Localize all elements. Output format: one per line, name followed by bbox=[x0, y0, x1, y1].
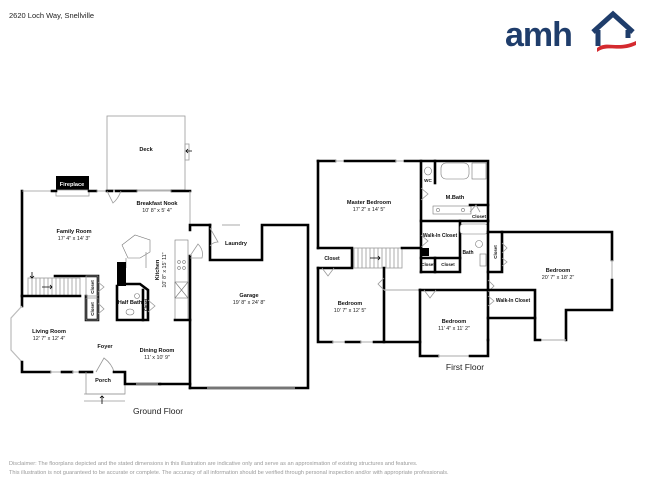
disclaimer-line-1: Disclaimer: The floorplans depicted and … bbox=[9, 461, 418, 467]
house-icon bbox=[591, 10, 636, 52]
fireplace-block bbox=[56, 176, 89, 190]
property-address: 2620 Loch Way, Snellville bbox=[9, 11, 95, 20]
dims-garage: 19' 8" x 24' 8" bbox=[233, 300, 266, 306]
dims-master-bedroom: 17' 2" x 14' 5" bbox=[353, 207, 386, 213]
room-deck: Deck bbox=[139, 147, 153, 153]
room-master-bedroom: Master Bedroom bbox=[347, 200, 391, 206]
room-closet-a: Closet bbox=[90, 280, 95, 294]
dims-breakfast-nook: 10' 8" x 5' 4" bbox=[142, 208, 172, 214]
ground-floor bbox=[10, 115, 310, 404]
dims-bedroom-mid: 11' 4" x 11' 2" bbox=[438, 326, 470, 332]
room-foyer: Foyer bbox=[97, 344, 113, 350]
room-kitchen: Kitchen bbox=[155, 259, 161, 280]
room-bedroom-left: Bedroom bbox=[338, 301, 363, 307]
room-wc: WC bbox=[424, 178, 432, 183]
room-walkin-closet-1: Walk-In Closet bbox=[423, 233, 458, 239]
room-bedroom-right: Bedroom bbox=[546, 268, 571, 274]
first-floor bbox=[316, 159, 614, 358]
room-bedroom-mid: Bedroom bbox=[442, 319, 467, 325]
logo-text: amh bbox=[505, 16, 572, 54]
room-closet-c: Closet bbox=[143, 298, 148, 311]
room-living-room: Living Room bbox=[32, 329, 66, 335]
disclaimer: Disclaimer: The floorplans depicted and … bbox=[9, 460, 449, 478]
dims-family-room: 17' 4" x 14' 3" bbox=[58, 236, 91, 242]
room-garage: Garage bbox=[239, 293, 258, 299]
room-fireplace: Fireplace bbox=[60, 182, 85, 188]
disclaimer-line-2: This illustration is not guaranteed to b… bbox=[9, 470, 449, 476]
room-bath: Bath bbox=[462, 250, 473, 256]
room-half-bath: Half Bath bbox=[118, 300, 143, 306]
deck bbox=[106, 115, 186, 191]
room-closet-hall-1: Closet bbox=[421, 262, 435, 267]
dims-bedroom-right: 20' 7" x 18' 2" bbox=[542, 275, 575, 281]
room-walkin-closet-2: Walk-In Closet bbox=[496, 298, 531, 304]
dims-bedroom-left: 10' 7" x 12' 5" bbox=[334, 308, 367, 314]
amh-logo: amh bbox=[505, 10, 636, 54]
room-closet-b: Closet bbox=[90, 302, 95, 316]
room-closet-stair: Closet bbox=[324, 256, 340, 262]
room-dining-room: Dining Room bbox=[140, 348, 175, 354]
ground-floor-label: Ground Floor bbox=[133, 406, 183, 416]
dims-living-room: 12' 7" x 12' 4" bbox=[33, 336, 66, 342]
dims-dining-room: 11' x 10' 9" bbox=[144, 355, 170, 361]
room-laundry: Laundry bbox=[225, 241, 248, 247]
room-closet-hall-2: Closet bbox=[441, 262, 455, 267]
room-closet-vertical: Closet bbox=[493, 245, 498, 259]
room-mbath-closet: Closet bbox=[472, 214, 487, 219]
room-family-room: Family Room bbox=[56, 229, 91, 235]
room-mbath: M.Bath bbox=[446, 195, 465, 201]
room-breakfast-nook: Breakfast Nook bbox=[136, 201, 178, 207]
dims-kitchen: 10' 8" x 15' 11" bbox=[162, 252, 168, 287]
room-porch: Porch bbox=[95, 378, 111, 384]
first-floor-label: First Floor bbox=[446, 362, 484, 372]
